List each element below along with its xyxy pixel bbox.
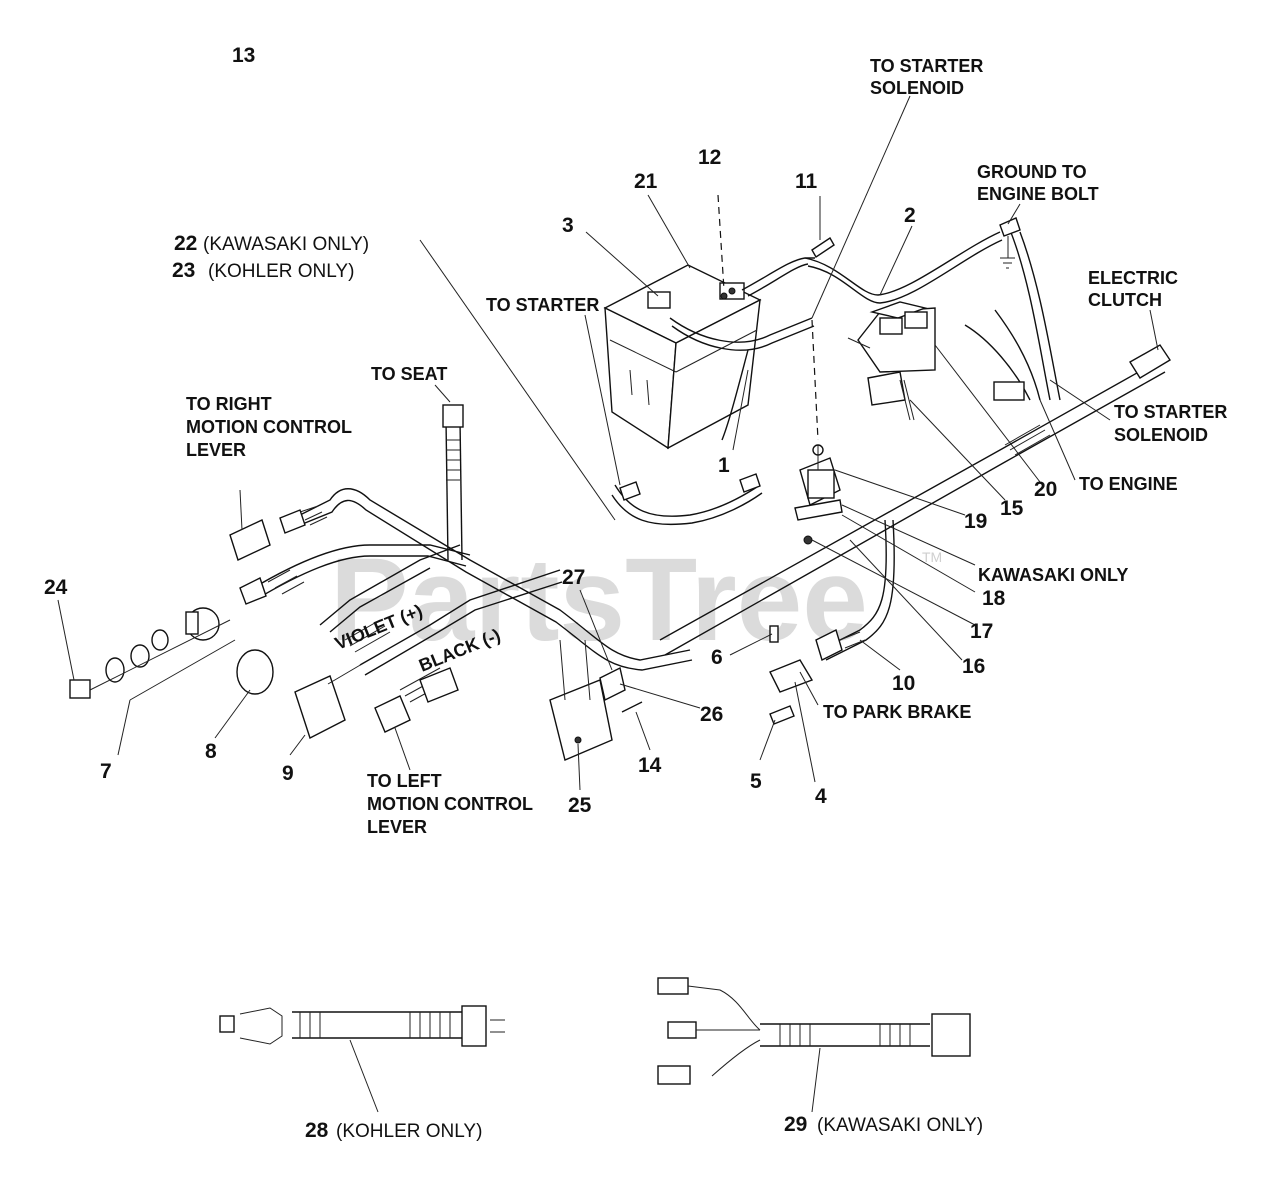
label-to-engine: TO ENGINE — [1079, 474, 1178, 494]
callout-15: 15 — [1000, 497, 1024, 520]
cable-2-a — [741, 257, 815, 291]
harness-29 — [657, 977, 971, 1085]
part-5 — [769, 705, 795, 725]
callout-6: 6 — [711, 646, 723, 669]
relay-19 — [794, 444, 843, 545]
label-left-motion-3: LEVER — [367, 817, 427, 837]
callout-5: 5 — [750, 770, 762, 793]
watermark: PartsTree — [330, 534, 868, 666]
part-10 — [815, 629, 843, 661]
label-to-starter-solenoid-right-2: SOLENOID — [1114, 425, 1208, 445]
callout-13: 13 — [232, 44, 255, 67]
watermark-trademark: TM — [922, 549, 942, 565]
label-electric-clutch-1: ELECTRIC — [1088, 268, 1178, 288]
part-11-ring — [811, 237, 835, 258]
part-25 — [574, 736, 582, 744]
bolt-12-axis — [717, 194, 725, 291]
part-26 — [599, 666, 626, 702]
label-electric-clutch-2: CLUTCH — [1088, 290, 1162, 310]
electric-clutch-connector — [1129, 344, 1171, 379]
label-left-motion-1: TO LEFT — [367, 771, 442, 791]
callout-29: 29 — [784, 1113, 807, 1136]
label-to-starter-solenoid-right-1: TO STARTER — [1114, 402, 1227, 422]
main-harness — [249, 217, 1171, 703]
label-right-motion-3: LEVER — [186, 440, 246, 460]
label-ground-1: GROUND TO — [977, 162, 1087, 182]
callout-numbers: 13 12 21 11 2 3 22 (KAWASAKI ONLY) 23 (K… — [44, 44, 1057, 1142]
callout-23: 23 — [172, 259, 195, 282]
label-to-starter-solenoid-top-1: TO STARTER — [870, 56, 983, 76]
callout-8: 8 — [205, 740, 217, 763]
part-9 — [294, 675, 346, 739]
callout-3: 3 — [562, 214, 574, 237]
callout-12: 12 — [698, 146, 721, 169]
callout-16: 16 — [962, 655, 985, 678]
callout-11: 11 — [795, 170, 818, 193]
left-lever-connector — [374, 695, 411, 733]
callout-28: 28 — [305, 1119, 329, 1142]
cable-1 — [669, 317, 813, 343]
battery — [603, 264, 762, 450]
callout-25: 25 — [568, 794, 592, 817]
seat-connector — [442, 404, 464, 428]
label-right-motion-1: TO RIGHT — [186, 394, 272, 414]
callout-22: 22 — [174, 232, 197, 255]
callout-4: 4 — [815, 785, 827, 808]
callout-26: 26 — [700, 703, 723, 726]
label-right-motion-2: MOTION CONTROL — [186, 417, 352, 437]
cable-2 — [804, 231, 1001, 296]
part-27-bracket — [549, 679, 613, 761]
callout-7: 7 — [100, 760, 112, 783]
label-ground-2: ENGINE BOLT — [977, 184, 1099, 204]
label-to-starter-solenoid-top-2: SOLENOID — [870, 78, 964, 98]
engine-connector — [993, 381, 1025, 401]
callout-23-note: (KOHLER ONLY) — [208, 261, 354, 282]
solenoid-20 — [847, 301, 936, 421]
callout-20: 20 — [1034, 478, 1057, 501]
callout-9: 9 — [282, 762, 294, 785]
label-kawasaki-only: KAWASAKI ONLY — [978, 565, 1128, 585]
battery-terminal-neg — [647, 291, 671, 309]
label-to-seat: TO SEAT — [371, 364, 447, 384]
label-left-motion-2: MOTION CONTROL — [367, 794, 533, 814]
label-to-starter: TO STARTER — [486, 295, 599, 315]
right-lever-connector — [229, 519, 271, 561]
callout-10: 10 — [892, 672, 915, 695]
callout-19: 19 — [964, 510, 987, 533]
leader-lines — [57, 95, 1159, 791]
callout-14: 14 — [638, 754, 662, 777]
part-6 — [769, 625, 779, 643]
callout-18: 18 — [982, 587, 1006, 610]
callout-2: 2 — [904, 204, 916, 227]
part-4 — [769, 659, 814, 693]
callout-1: 1 — [718, 454, 730, 477]
cable-22-23 — [614, 484, 761, 517]
callout-28-note: (KOHLER ONLY) — [336, 1121, 482, 1142]
label-to-park-brake: TO PARK BRAKE — [823, 702, 971, 722]
harness-28 — [219, 1005, 505, 1047]
callout-17: 17 — [970, 620, 993, 643]
callout-21: 21 — [634, 170, 658, 193]
callout-22-note: (KAWASAKI ONLY) — [203, 234, 369, 255]
callout-27: 27 — [562, 566, 585, 589]
part-8 — [236, 649, 274, 695]
callout-24: 24 — [44, 576, 68, 599]
callout-29-note: (KAWASAKI ONLY) — [817, 1115, 983, 1136]
part-24 — [69, 679, 91, 699]
part-14 — [621, 701, 643, 713]
